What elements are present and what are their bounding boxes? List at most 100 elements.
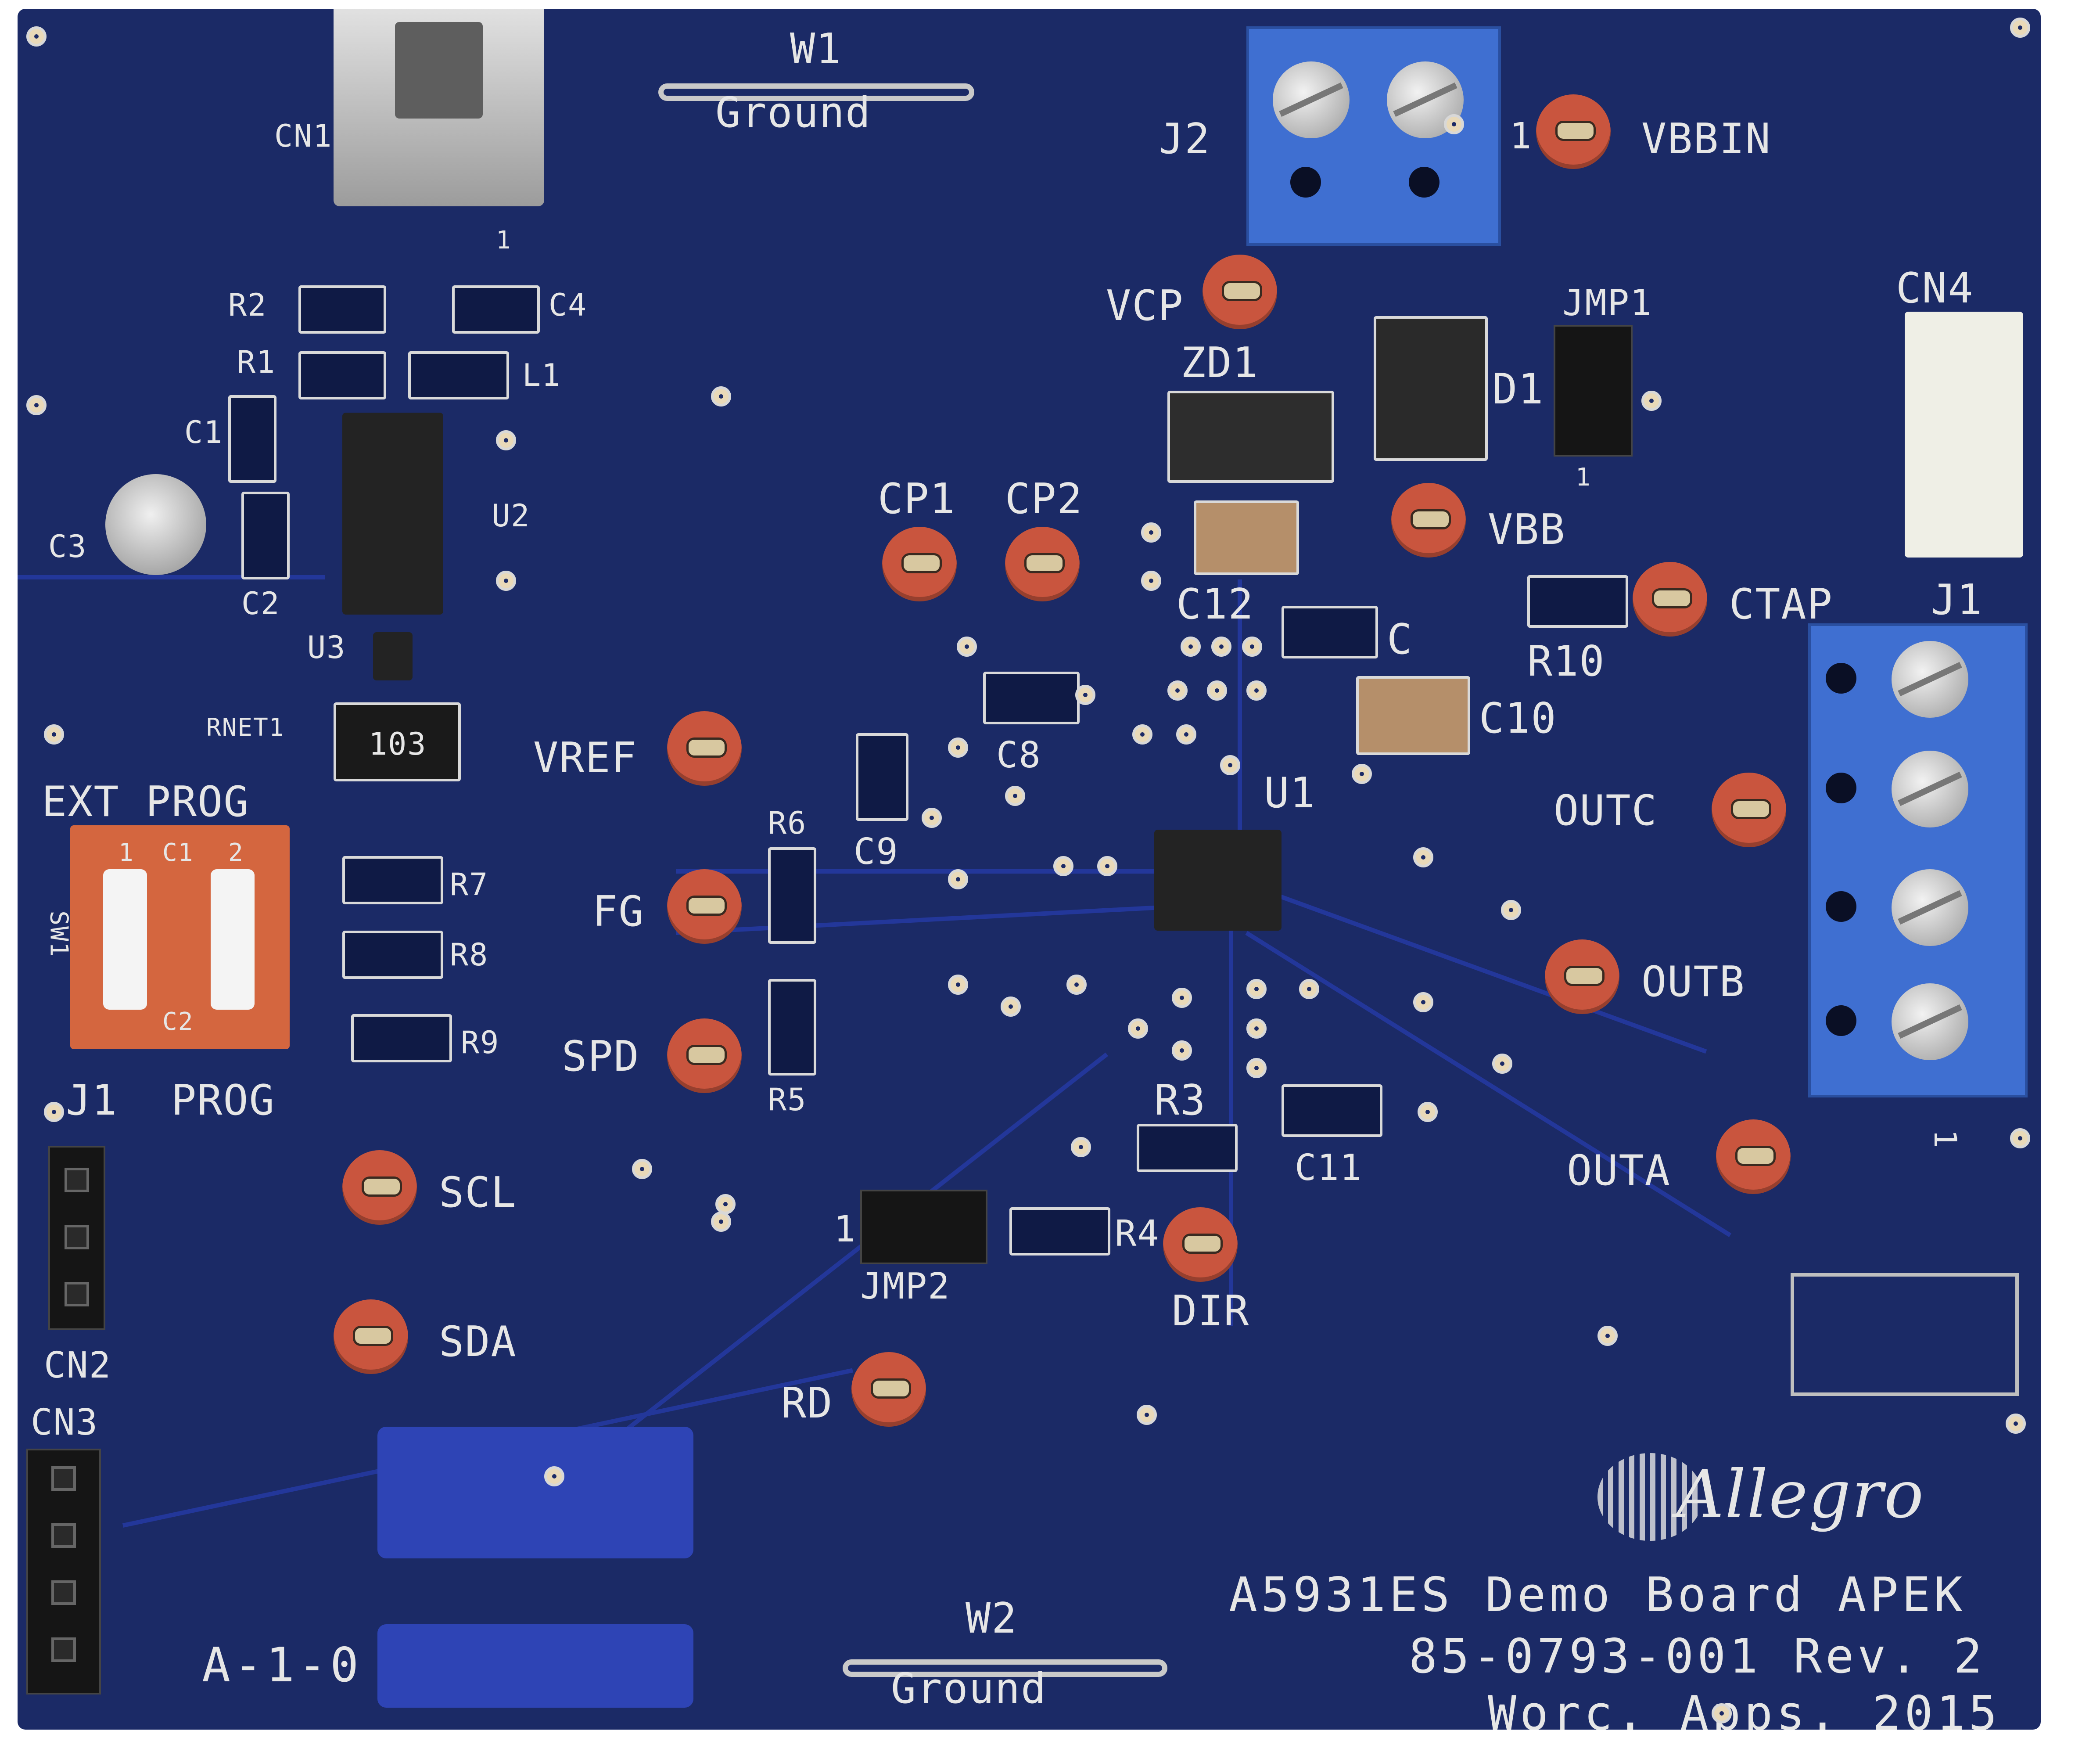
terminal-hole	[1409, 167, 1439, 198]
via	[1066, 975, 1087, 995]
resistor-r5	[768, 979, 816, 1076]
label-vbb: VBB	[1488, 506, 1566, 554]
test-point-vcp[interactable]	[1203, 255, 1277, 329]
via	[1501, 900, 1521, 920]
label-cn3: CN3	[31, 1402, 99, 1443]
label-c9: C9	[854, 831, 899, 873]
test-point-sda[interactable]	[334, 1299, 408, 1374]
capacitor-c12	[1194, 500, 1299, 575]
test-point-dir[interactable]	[1163, 1207, 1238, 1282]
via	[2006, 1414, 2026, 1434]
label-j2: J2	[1159, 115, 1211, 163]
label-l1: L1	[522, 357, 561, 393]
test-point-rd[interactable]	[851, 1352, 926, 1427]
via	[948, 975, 968, 995]
resistor-r6	[768, 847, 816, 944]
label-j1: J1	[1931, 576, 1983, 624]
test-point-outc[interactable]	[1712, 773, 1786, 847]
jumper-jmp1[interactable]	[1554, 325, 1633, 457]
test-point-ctap[interactable]	[1633, 562, 1707, 637]
switch-toggle-2[interactable]	[211, 869, 255, 1010]
label-u3: U3	[307, 630, 346, 666]
via	[1005, 786, 1025, 806]
test-point-spd[interactable]	[667, 1018, 742, 1093]
resistor-r1	[298, 351, 386, 399]
capacitor-c2	[241, 492, 290, 579]
wire-w2	[843, 1659, 1167, 1677]
resistor-r2	[298, 285, 386, 334]
test-point-cp1[interactable]	[882, 527, 957, 601]
resistor-r10	[1527, 575, 1628, 628]
test-point-outb[interactable]	[1545, 939, 1619, 1014]
label-outc: OUTC	[1554, 787, 1658, 835]
via	[1172, 988, 1192, 1008]
via	[1492, 1054, 1512, 1074]
label-r3: R3	[1154, 1076, 1206, 1125]
test-point-cp2[interactable]	[1005, 527, 1080, 601]
header-pin	[51, 1580, 76, 1605]
via	[1207, 680, 1227, 701]
via	[957, 637, 977, 657]
label-cn1-pin: 1	[496, 226, 512, 255]
resistor-r3	[1137, 1124, 1238, 1172]
test-point-scl[interactable]	[342, 1150, 417, 1225]
via	[1220, 755, 1240, 775]
via	[496, 571, 516, 591]
via	[1053, 856, 1073, 876]
connector-cn4	[1905, 312, 2023, 558]
header-pin	[51, 1637, 76, 1662]
chip-u1	[1154, 830, 1282, 931]
test-point-fg[interactable]	[667, 869, 742, 944]
label-outb: OUTB	[1641, 958, 1745, 1006]
test-point-outa[interactable]	[1716, 1119, 1791, 1194]
logo-mark	[1597, 1453, 1703, 1541]
label-ext-prog: EXT PROG	[42, 778, 250, 826]
via	[2010, 1128, 2030, 1148]
test-point-vbb[interactable]	[1391, 483, 1466, 558]
via	[1246, 979, 1267, 999]
label-r5: R5	[768, 1082, 807, 1118]
label-ctap: CTAP	[1729, 580, 1833, 629]
label-c: C	[1387, 615, 1413, 664]
label-sw-2: 2	[228, 838, 244, 867]
terminal-hole	[1826, 891, 1856, 922]
label-r10: R10	[1527, 637, 1605, 686]
label-sw-1: 1	[118, 838, 134, 867]
via	[1137, 1405, 1157, 1425]
trace	[18, 575, 325, 579]
label-r8: R8	[450, 937, 489, 973]
diode-d1	[1374, 316, 1488, 461]
label-j1-pin1: 1	[1927, 1129, 1964, 1149]
label-jmp2-pin: 1	[834, 1209, 857, 1250]
terminal-block-j2	[1246, 26, 1501, 246]
label-w1: W1	[790, 25, 842, 73]
resistor-r7	[342, 856, 443, 904]
label-cn2: CN2	[44, 1345, 112, 1386]
switch-toggle-1[interactable]	[103, 869, 147, 1010]
logo-text: Allegro	[1676, 1457, 1925, 1533]
trace	[1210, 869, 1707, 1054]
label-d1: D1	[1492, 365, 1544, 414]
via	[1211, 637, 1231, 657]
label-c11: C11	[1295, 1147, 1363, 1189]
via	[711, 386, 731, 407]
via	[1413, 992, 1433, 1012]
test-point-vref[interactable]	[667, 711, 742, 786]
trace	[676, 869, 1203, 874]
screw	[1273, 61, 1350, 138]
header-pin	[65, 1282, 89, 1306]
trace	[586, 1052, 1109, 1461]
wire-w1	[658, 83, 974, 101]
via	[1167, 680, 1188, 701]
label-prog: PROG	[171, 1076, 275, 1125]
label-j2-pin1: 1	[1510, 115, 1533, 157]
via	[1242, 637, 1262, 657]
copper-patch	[377, 1624, 693, 1708]
via	[1141, 522, 1161, 543]
label-rnet-value: 103	[369, 726, 427, 762]
label-u2: U2	[492, 498, 531, 534]
jumper-jmp2[interactable]	[860, 1190, 987, 1264]
label-jmp1-pin: 1	[1576, 463, 1591, 492]
label-r4: R4	[1115, 1213, 1160, 1255]
test-point-vbbin[interactable]	[1536, 94, 1611, 169]
